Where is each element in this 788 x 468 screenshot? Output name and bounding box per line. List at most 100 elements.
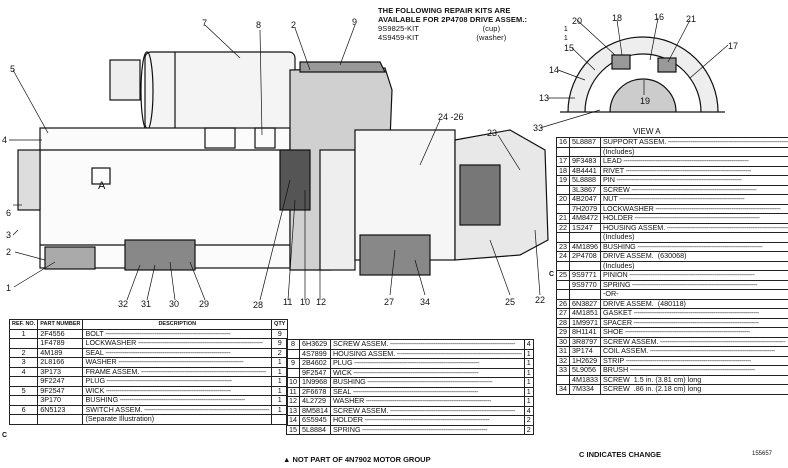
qty-cell-text: 1 xyxy=(526,358,531,367)
description-cell-text: BOLT xyxy=(85,330,230,338)
qty-cell-text: 1 xyxy=(277,376,282,385)
ref-cell: 6 xyxy=(8,404,39,415)
description-cell: (Includes) xyxy=(600,232,788,243)
part-number-cell-text: 2F4556 xyxy=(40,328,65,338)
frame-label: A xyxy=(98,180,106,192)
description-cell: BUSHING xyxy=(330,377,525,388)
description-cell-text: BUSHING xyxy=(333,378,492,386)
callout-2: 2 xyxy=(6,247,11,257)
description-cell: LOCKWASHER xyxy=(600,203,788,214)
ref-cell-text: 30 xyxy=(559,336,567,346)
part-number-cell-text: 1N9968 xyxy=(302,377,328,386)
part-number-cell-text: 6N3827 xyxy=(572,298,598,308)
qty-cell-text: 2 xyxy=(526,415,531,424)
ref-cell-text: 21 xyxy=(559,213,567,222)
part-number-cell-text: 7H2079 xyxy=(572,203,598,213)
kit-note-line1: THE FOLLOWING REPAIR KITS ARE xyxy=(378,6,511,15)
description-cell-text: HOLDER xyxy=(333,416,489,424)
qty-cell-text: 1 xyxy=(526,348,531,358)
part-number-cell-text: 9S9770 xyxy=(572,279,597,289)
ref-cell-text: 19 xyxy=(559,175,567,184)
qty-cell-text: 4 xyxy=(526,405,531,415)
ref-cell-text: 14 xyxy=(289,415,297,424)
repair-kit-note: THE FOLLOWING REPAIR KITS ARE AVAILABLE … xyxy=(378,6,568,42)
description-cell-text: PLUG xyxy=(85,377,231,385)
description-cell: LOCKWASHER xyxy=(82,338,273,349)
ref-cell: 8 xyxy=(286,339,300,350)
part-number-cell-text: 4M189 xyxy=(40,347,63,357)
description-cell: BOLT xyxy=(82,328,273,339)
view-a-label: VIEW A xyxy=(633,127,661,136)
description-cell: PINION xyxy=(600,270,788,281)
callout-1b: 1 xyxy=(6,283,11,293)
callout-14: 14 xyxy=(549,65,559,75)
ref-cell: 4 xyxy=(8,366,39,377)
ref-cell-text: 22 xyxy=(559,222,567,232)
description-note: 1.5 in. (3.81 cm) long xyxy=(633,375,702,384)
description-cell-text: SCREW xyxy=(602,375,630,384)
description-cell: BRUSH xyxy=(600,365,788,376)
description-cell: -OR- xyxy=(600,289,788,300)
description-cell: SWITCH ASSEM. xyxy=(82,404,273,415)
table-row: 101N9968BUSHING1 xyxy=(286,377,534,388)
description-cell-text: SPACER xyxy=(603,319,759,327)
description-cell-text: COIL ASSEM. xyxy=(603,347,775,355)
qty-cell-text: 1 xyxy=(277,366,282,376)
part-number-cell-text: 1H2629 xyxy=(572,355,598,365)
part-number-cell-text: 3P170 xyxy=(40,395,62,404)
ref-cell-text: 2 xyxy=(21,347,26,357)
description-cell-text: LOCKWASHER xyxy=(85,339,262,347)
description-cell: (Separate Illustration) xyxy=(82,414,273,425)
part-number-cell-text: 1M9971 xyxy=(572,317,598,327)
kit-qty: 1 xyxy=(563,33,568,42)
ref-cell-text: 12 xyxy=(289,396,297,405)
description-cell-text: GASKET xyxy=(603,309,759,317)
image-number: 155657 xyxy=(752,451,773,457)
part-number-cell-text: 3P174 xyxy=(572,346,593,355)
description-cell-text: WASHER xyxy=(85,358,243,366)
table-row: (Separate Illustration) xyxy=(8,414,289,425)
footer-not-part-note: ▲ NOT PART OF 4N7902 MOTOR GROUP xyxy=(283,455,431,464)
part-number-cell-text: 5L9056 xyxy=(572,365,596,374)
ref-cell: 33 xyxy=(556,365,570,376)
qty-cell-text: 1 xyxy=(277,395,282,404)
description-cell-text: PIN xyxy=(603,176,741,184)
qty-cell-text: 1 xyxy=(277,404,282,414)
description-cell-text: SCREW ASSEM. xyxy=(333,340,515,348)
callout-11: 11 xyxy=(283,297,292,307)
description-cell: SEAL xyxy=(330,386,525,397)
part-number-cell-text: 2P4708 xyxy=(572,251,597,260)
description-cell-text: (Separate Illustration) xyxy=(85,414,155,423)
part-number-cell-text: 6H3629 xyxy=(302,339,328,348)
part-number-cell-text: 1S247 xyxy=(572,222,593,232)
ref-cell-text: 3 xyxy=(21,357,26,366)
ref-cell: 19 xyxy=(556,175,570,186)
ref-cell-text: 33 xyxy=(559,365,567,374)
description-cell-text: HOUSING ASSEM. xyxy=(603,224,788,232)
description-cell-text: DRIVE ASSEM. xyxy=(602,251,654,260)
callout-24: 24 -26 xyxy=(438,112,464,122)
footer-change-note: C INDICATES CHANGE xyxy=(579,450,661,459)
description-cell: RIVET xyxy=(600,165,788,176)
description-cell-text: SPRING xyxy=(333,426,487,434)
part-number-cell-text: 1F4789 xyxy=(40,338,65,347)
callout-8: 8 xyxy=(256,20,261,30)
part-number-cell-text: 2L8166 xyxy=(40,357,65,366)
ref-cell-text: 32 xyxy=(559,355,567,365)
description-cell: SEAL xyxy=(82,347,273,358)
table-row: 9F2547WICK1 xyxy=(286,367,534,378)
ref-cell-text: 31 xyxy=(559,346,567,355)
ref-cell-text: 13 xyxy=(289,405,297,415)
ref-cell-text: 18 xyxy=(559,165,567,175)
description-cell: COIL ASSEM. xyxy=(600,346,788,357)
description-cell-text: SHOE xyxy=(603,328,750,336)
description-cell: SCREW xyxy=(600,184,788,195)
part-number-cell-text: 6S5945 xyxy=(302,415,327,424)
description-cell-text: SCREW ASSEM. xyxy=(603,338,785,346)
ref-cell-text: 24 xyxy=(559,251,567,260)
